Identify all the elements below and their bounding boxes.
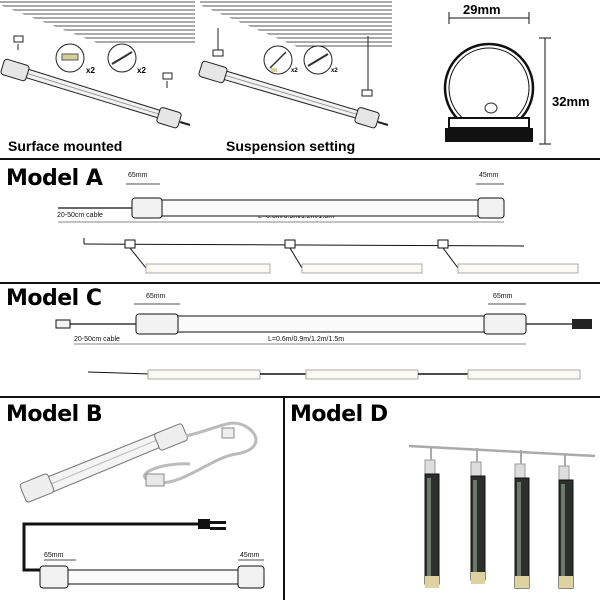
divider xyxy=(283,398,285,600)
tube-length-label: L=0.6m/0.9m/1.2m/1.5m xyxy=(268,336,345,343)
qty-label: x2 xyxy=(86,66,95,75)
cable-length-label: 20-50cm cable xyxy=(57,212,103,219)
suspension-illustration xyxy=(198,28,389,129)
surface-mounted-illustration xyxy=(0,35,191,129)
right-dimension-label: 45mm xyxy=(240,552,260,559)
cable-length-label: 20-50cm cable xyxy=(74,336,120,343)
qty-label: x2 xyxy=(137,66,146,75)
left-dimension-label: 65mm xyxy=(128,172,148,179)
model-a-title: Model A xyxy=(6,166,103,191)
surface-mounted-caption: Surface mounted xyxy=(8,138,123,154)
model-b-product-photo xyxy=(19,421,265,589)
height-dimension-label: 32mm xyxy=(552,94,590,109)
model-d-product-photo xyxy=(408,444,596,589)
divider xyxy=(0,396,600,398)
suspension-setting-caption: Suspension setting xyxy=(226,138,356,154)
model-c-diagram xyxy=(55,303,592,380)
model-a-diagram xyxy=(58,183,579,274)
divider xyxy=(0,282,600,284)
model-b-title: Model B xyxy=(6,402,103,427)
qty-label: x2 xyxy=(291,68,298,74)
qty-label: x2 xyxy=(331,68,338,74)
ceiling-hatch-right xyxy=(200,0,392,48)
left-dimension-label: 65mm xyxy=(44,552,64,559)
model-c-title: Model C xyxy=(6,286,102,311)
right-dimension-label: 45mm xyxy=(479,172,499,179)
left-dimension-label: 65mm xyxy=(146,293,166,300)
divider xyxy=(0,158,600,160)
cross-section-diagram xyxy=(443,12,551,145)
right-dimension-label: 65mm xyxy=(493,293,513,300)
ceiling-hatch-left xyxy=(0,0,195,44)
width-dimension-label: 29mm xyxy=(463,2,501,17)
model-d-title: Model D xyxy=(290,402,388,427)
